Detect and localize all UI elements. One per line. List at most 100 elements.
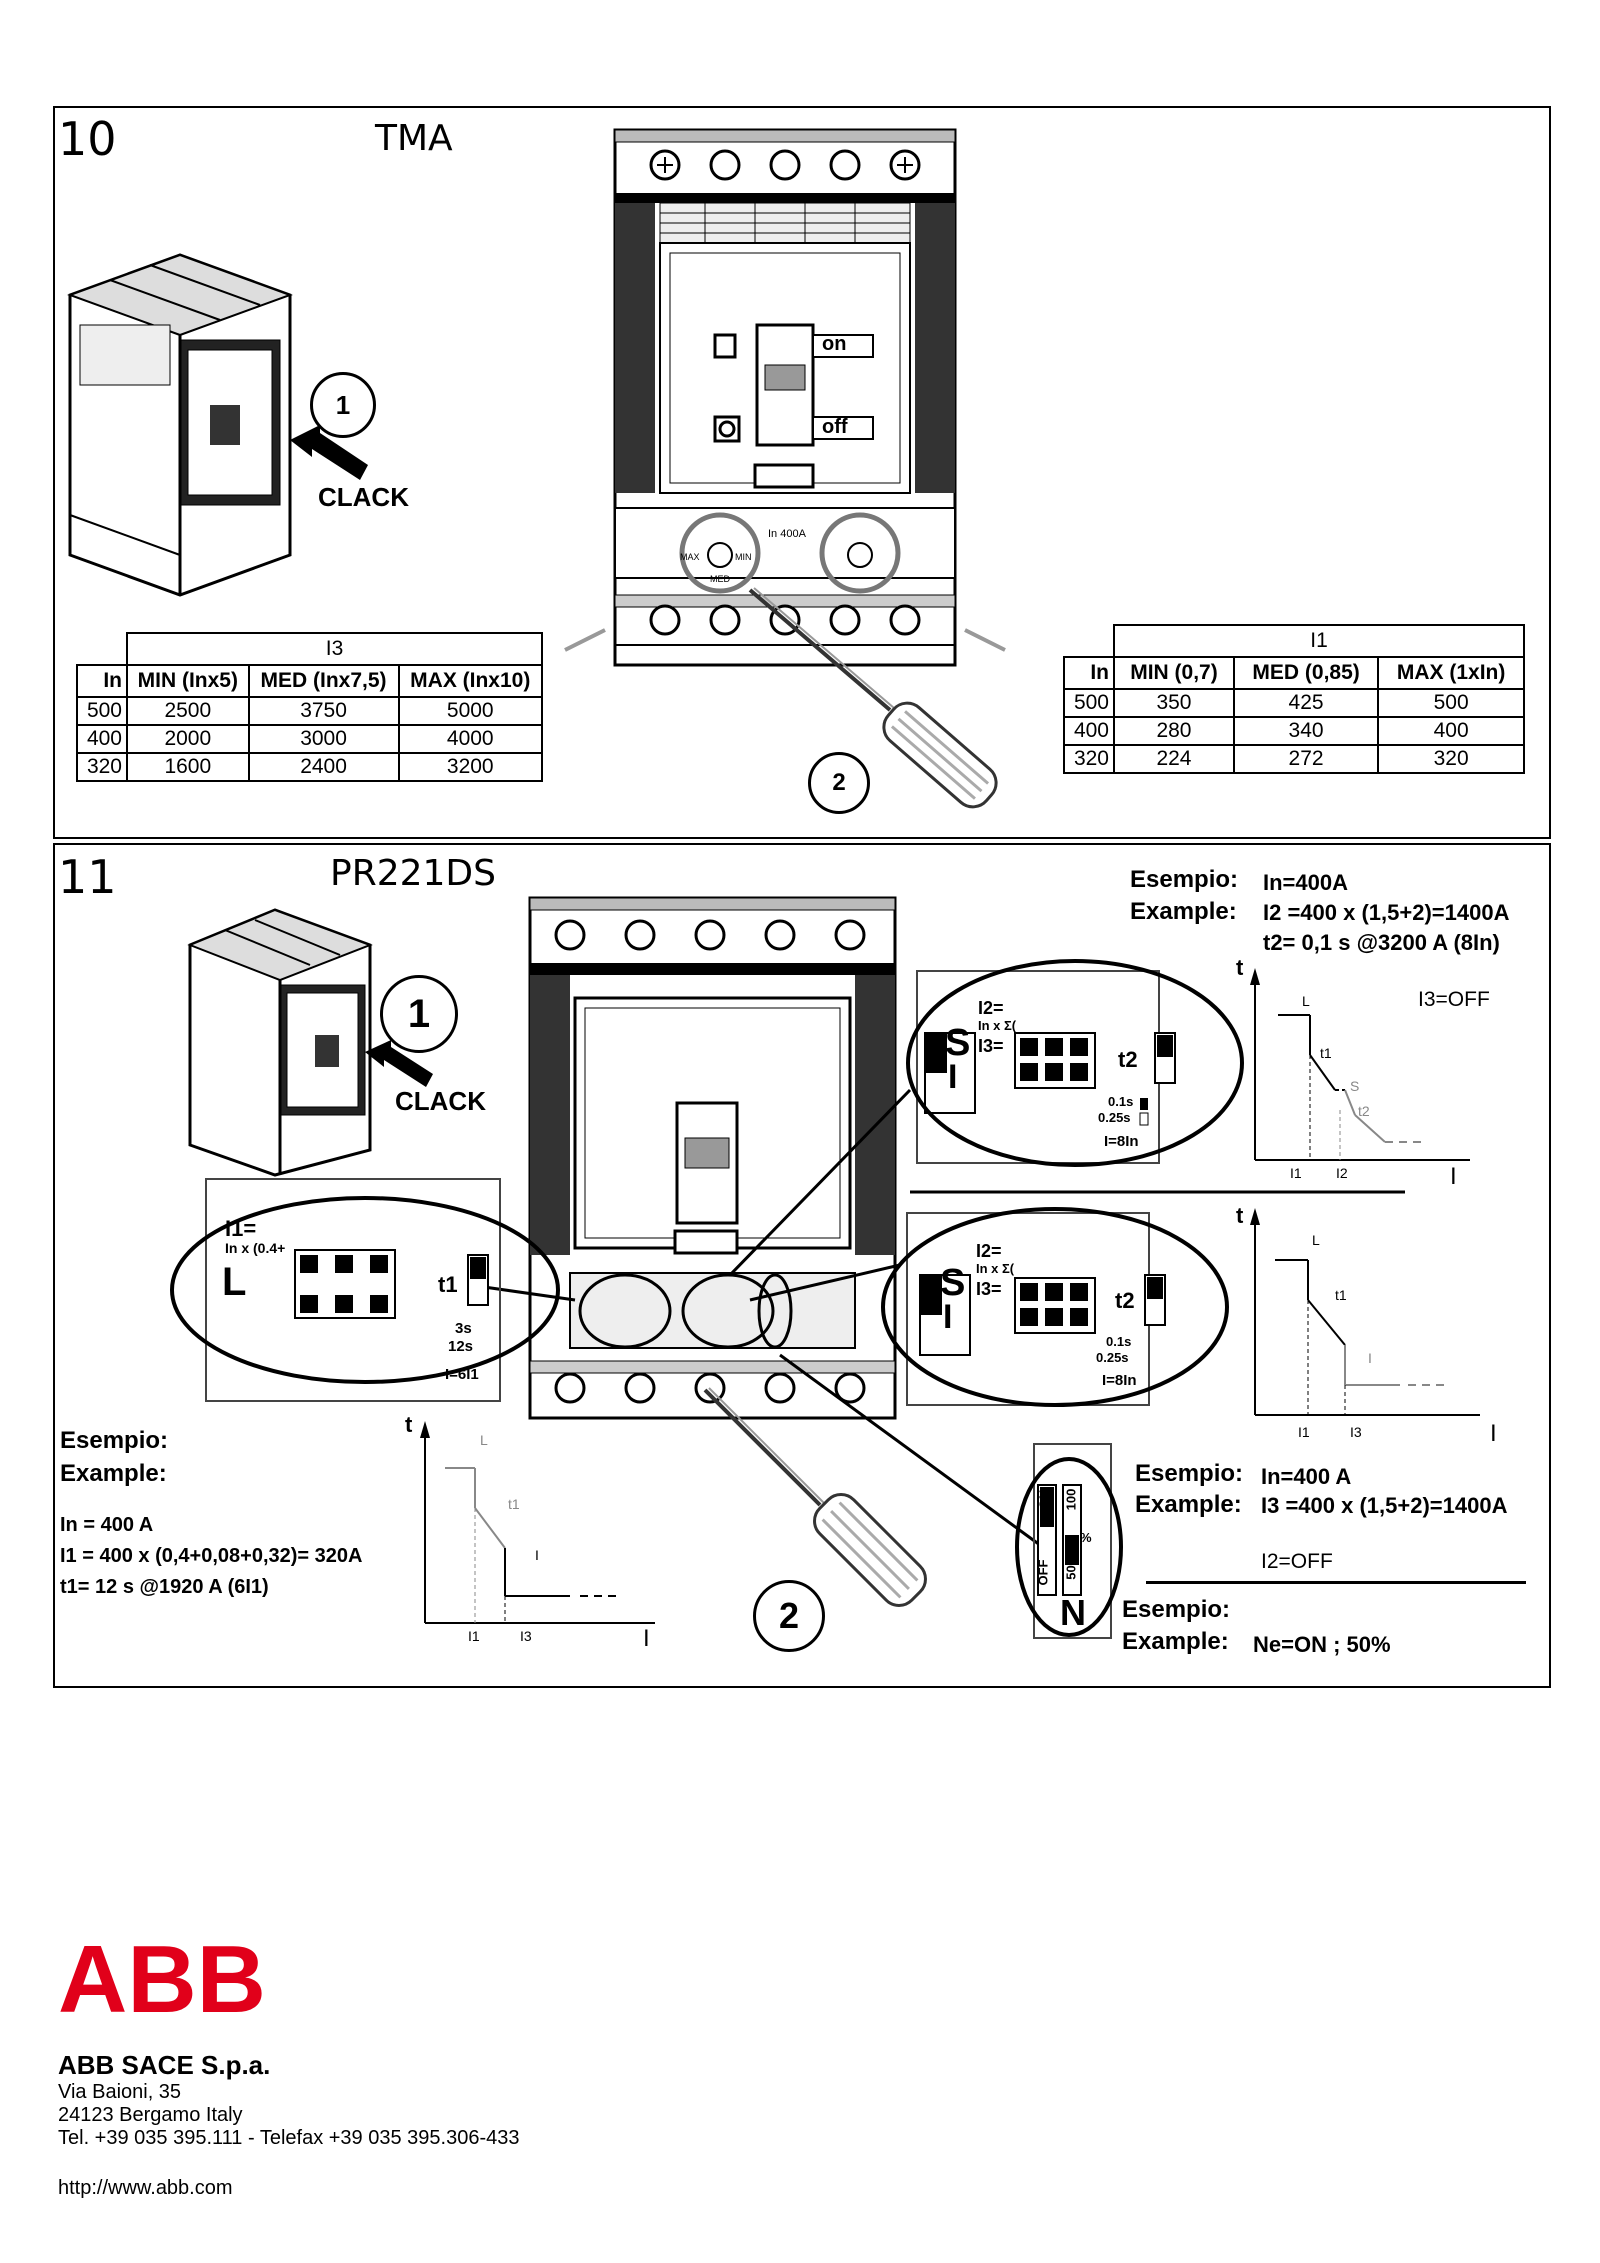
dial-s-inx-upper: In x Σ( xyxy=(978,1018,1017,1033)
dial-s-i8-lower: I=8In xyxy=(1102,1372,1137,1389)
example-top-i3off: I3=OFF xyxy=(1418,988,1490,1011)
example-n-esempio: Esempio: xyxy=(1122,1596,1231,1623)
arrow-icon xyxy=(365,1040,433,1087)
dial-l-i6: I=6I1 xyxy=(445,1366,479,1383)
example-top-example: Example: xyxy=(1130,898,1237,925)
dial-s-inx-lower: In x Σ( xyxy=(976,1261,1015,1276)
dial-l-ellipse xyxy=(170,1196,560,1384)
dial-l-t1: t1 xyxy=(438,1272,458,1297)
section-11-title: PR221DS xyxy=(330,853,497,894)
abb-logo: ABB xyxy=(58,1926,266,2033)
graph-mid-Ilow: I xyxy=(1368,1350,1372,1366)
table-row: 320 1600 2400 3200 xyxy=(76,752,543,782)
example-n-value: Ne=ON ; 50% xyxy=(1253,1632,1391,1657)
trip-curve-graph-mid xyxy=(1250,1208,1480,1416)
trip-curve-graph-lower xyxy=(420,1421,655,1624)
arrow-icon xyxy=(290,425,368,480)
example-left-line2: I1 = 400 x (0,4+0,08+0,32)= 320A xyxy=(60,1545,363,1567)
table-row: 400 2000 3000 4000 xyxy=(76,724,543,754)
clack-label: CLACK xyxy=(318,482,409,512)
graph-mid-I1: I1 xyxy=(1298,1424,1310,1440)
example-left-line1: In = 400 A xyxy=(60,1514,154,1536)
i3-col-min: MIN (Inx5) xyxy=(126,664,250,698)
dial-n-on: ON xyxy=(1036,1489,1052,1510)
graph-mid-L: L xyxy=(1312,1232,1320,1248)
dial-s-i2-upper: I2= xyxy=(978,998,1004,1018)
step-2-badge: 2 xyxy=(753,1580,825,1652)
example-right-line2: I3 =400 x (1,5+2)=1400A xyxy=(1261,1493,1508,1518)
graph-upper-S: S xyxy=(1350,1078,1360,1094)
i3-table: I3 In MIN (Inx5) MED (Inx7,5) MAX (Inx10… xyxy=(76,632,543,782)
dial-med-label: MED xyxy=(710,574,730,584)
step-1-badge: 1 xyxy=(380,975,458,1053)
example-right-line1: In=400 A xyxy=(1261,1464,1352,1489)
graph-lower-t: t xyxy=(405,1412,413,1437)
dial-s-01s-upper: 0.1s xyxy=(1108,1094,1134,1109)
dial-n-off: OFF xyxy=(1035,1559,1051,1586)
screwdriver-illustration xyxy=(703,1387,927,1607)
dial-n-50: 50 xyxy=(1063,1565,1079,1580)
website-link[interactable]: http://www.abb.com xyxy=(58,2177,233,2199)
graph-lower-I: I xyxy=(643,1625,650,1652)
section-10-panel xyxy=(53,106,1551,839)
example-left-example: Example: xyxy=(60,1460,167,1487)
dial-s-letter-lower: S xyxy=(940,1262,966,1304)
section-10-number: 10 xyxy=(58,112,117,166)
section-10-title: TMA xyxy=(375,118,453,159)
dial-s-025s-upper: 0.25s xyxy=(1098,1110,1131,1125)
switch-off-label: off xyxy=(822,416,848,438)
graph-upper-t2: t2 xyxy=(1358,1103,1370,1119)
trip-curve-graph-upper xyxy=(1250,968,1470,1161)
address-line-2: 24123 Bergamo Italy xyxy=(58,2104,243,2126)
dial-s-ellipse-upper xyxy=(906,959,1244,1167)
dial-n-pct: % xyxy=(1080,1530,1092,1545)
dial-l-letter: L xyxy=(222,1260,247,1304)
graph-lower-Ilow: I xyxy=(535,1547,539,1563)
graph-upper-I1: I1 xyxy=(1290,1165,1302,1181)
dial-s-t2-upper: t2 xyxy=(1118,1047,1138,1072)
i3-col-med: MED (Inx7,5) xyxy=(247,664,400,698)
graph-upper-t: t xyxy=(1236,955,1244,980)
i1-col-min: MIN (0,7) xyxy=(1113,656,1235,690)
table-row: 500 350 425 500 xyxy=(1063,688,1525,718)
dial-s-025s-lower: 0.25s xyxy=(1096,1350,1129,1365)
dial-min-label: MIN xyxy=(735,552,752,562)
i1-col-in: In xyxy=(1063,656,1115,690)
dial-l-3s: 3s xyxy=(455,1320,472,1337)
dial-l-i1: I1= xyxy=(225,1216,257,1241)
plate-in-label: In 400A xyxy=(768,528,806,540)
step-2-badge: 2 xyxy=(808,752,870,814)
phone-line: Tel. +39 035 395.111 - Telefax +39 035 3… xyxy=(58,2127,520,2149)
example-right-i2off: I2=OFF xyxy=(1261,1550,1333,1573)
step-1-badge: 1 xyxy=(310,372,376,438)
pr221ds-front-view xyxy=(528,896,897,1420)
i1-table-group: I1 xyxy=(1113,624,1525,658)
dial-n-letter: N xyxy=(1060,1592,1086,1633)
example-n-example: Example: xyxy=(1122,1628,1229,1655)
graph-lower-L: L xyxy=(480,1432,488,1448)
dial-s-01s-lower: 0.1s xyxy=(1106,1334,1132,1349)
section-11-panel xyxy=(53,843,1551,1688)
clack-label: CLACK xyxy=(395,1086,486,1116)
graph-mid-t1: t1 xyxy=(1335,1287,1347,1303)
address-line-1: Via Baioni, 35 xyxy=(58,2081,182,2103)
dial-max-label: MAX xyxy=(680,552,700,562)
screwdriver-illustration xyxy=(748,587,998,809)
dial-s-ellipse-lower xyxy=(881,1207,1229,1407)
i3-col-in: In xyxy=(76,664,128,698)
section-11-number: 11 xyxy=(58,850,117,904)
dial-n-100: 100 xyxy=(1063,1488,1079,1511)
divider xyxy=(1146,1581,1526,1584)
dial-l-inx: In x (0.4+ xyxy=(225,1240,286,1256)
breaker-front-view xyxy=(564,128,1006,667)
table-row: 400 280 340 400 xyxy=(1063,716,1525,746)
graph-upper-I2: I2 xyxy=(1336,1165,1348,1181)
dial-s-i3-lower: I3= xyxy=(976,1279,1002,1299)
breaker-iso-illustration xyxy=(67,253,293,597)
graph-mid-I3: I3 xyxy=(1350,1424,1362,1440)
dial-s-letter-upper: S xyxy=(945,1022,971,1064)
graph-mid-I: I xyxy=(1490,1420,1497,1447)
i1-col-max: MAX (1xIn) xyxy=(1377,656,1525,690)
example-top-line3: t2= 0,1 s @3200 A (8In) xyxy=(1263,930,1500,955)
example-right-example: Example: xyxy=(1135,1491,1242,1518)
